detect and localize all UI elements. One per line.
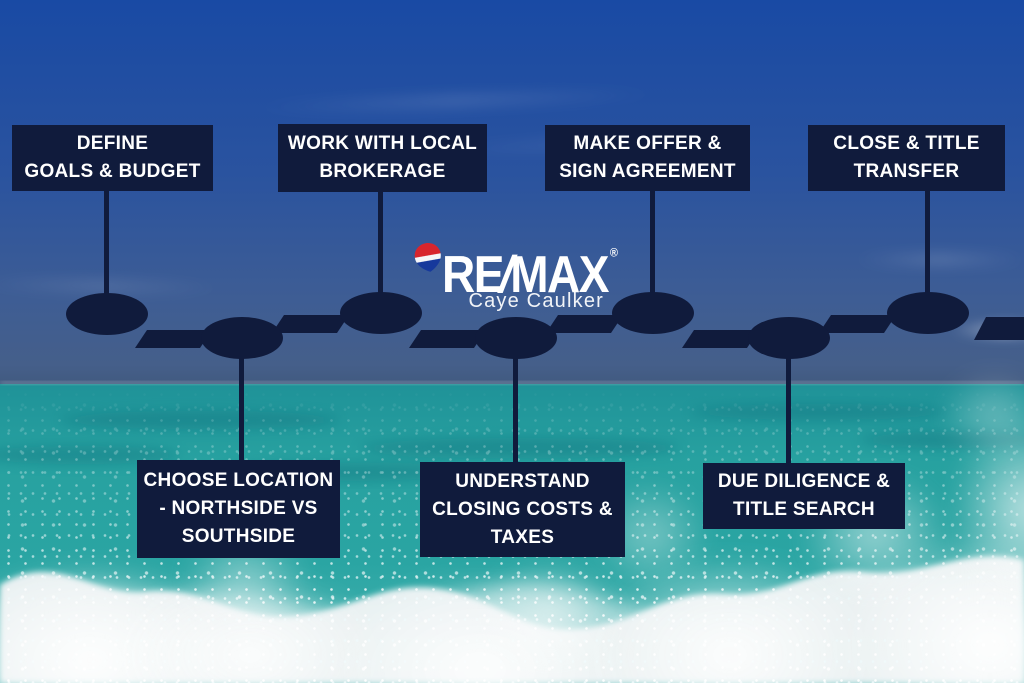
timeline-node-6 (748, 317, 830, 359)
remax-balloon-icon (414, 243, 441, 272)
step-box-work-with-brokerage: WORK WITH LOCAL BROKERAGE (278, 124, 487, 192)
timeline-connector (272, 315, 349, 333)
timeline-node-4 (475, 317, 557, 359)
horizon-line (0, 381, 1024, 385)
timeline-node-2 (201, 317, 283, 359)
wave-spray (940, 370, 1024, 460)
step-label: CHOOSE LOCATION - NORTHSIDE VS SOUTHSIDE (143, 470, 334, 547)
stem-step-2 (239, 352, 244, 464)
logo-text-re: RE (442, 245, 504, 304)
timeline-node-7 (887, 292, 969, 334)
stem-step-6 (786, 352, 791, 466)
step-label: CLOSE & TITLE TRANSFER (833, 133, 980, 182)
step-box-close-title-transfer: CLOSE & TITLE TRANSFER (808, 125, 1005, 191)
timeline-connector (135, 330, 212, 348)
logo-subtitle: Caye Caulker (468, 290, 604, 312)
step-box-make-offer: MAKE OFFER & SIGN AGREEMENT (545, 125, 750, 191)
stem-step-1 (104, 188, 109, 300)
step-label: UNDERSTAND CLOSING COSTS & TAXES (432, 470, 613, 548)
timeline-connector (409, 330, 486, 348)
step-label: WORK WITH LOCAL BROKERAGE (287, 133, 478, 182)
timeline-node-5 (612, 292, 694, 334)
step-label: DEFINE GOALS & BUDGET (24, 133, 201, 182)
step-box-closing-costs: UNDERSTAND CLOSING COSTS & TAXES (420, 462, 625, 557)
step-box-due-diligence: DUE DILIGENCE & TITLE SEARCH (703, 463, 905, 529)
timeline-connector (546, 315, 623, 333)
timeline-connector (682, 330, 759, 348)
stem-step-4 (513, 352, 518, 465)
timeline-connector (974, 317, 1024, 340)
step-label: DUE DILIGENCE & TITLE SEARCH (717, 471, 891, 520)
wave-spray (480, 560, 620, 670)
registered-trademark-icon: ® (609, 246, 619, 260)
cloud-wisp (850, 255, 1024, 264)
timeline-node-3 (340, 292, 422, 334)
step-label: MAKE OFFER & SIGN AGREEMENT (559, 133, 736, 182)
timeline-node-1 (66, 293, 148, 335)
step-box-define-goals: DEFINE GOALS & BUDGET (12, 125, 213, 191)
remax-wordmark: RE/MAX® (442, 244, 619, 304)
stem-step-7 (925, 188, 930, 299)
timeline-connector (819, 315, 896, 333)
stem-step-5 (650, 188, 655, 299)
stem-step-3 (378, 188, 383, 299)
step-box-choose-location: CHOOSE LOCATION - NORTHSIDE VS SOUTHSIDE (137, 460, 340, 558)
logo-text-max: MAX (510, 245, 609, 304)
